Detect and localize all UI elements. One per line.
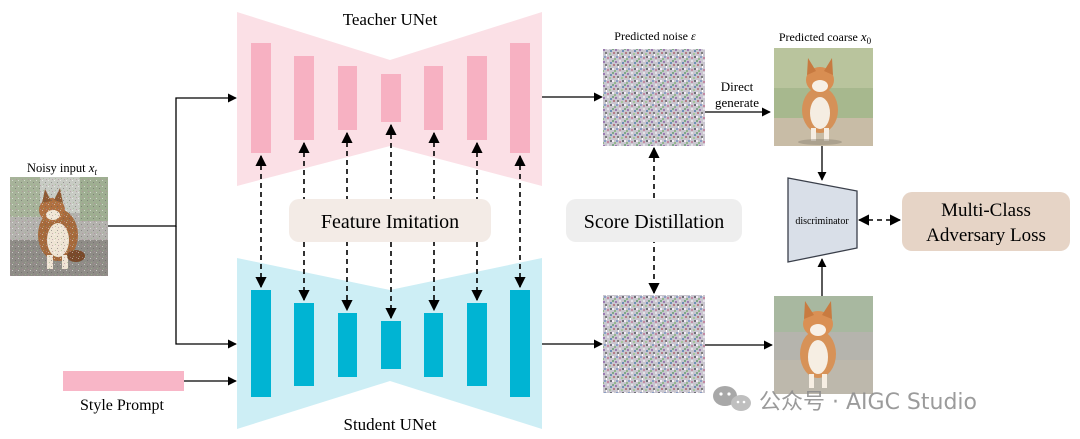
teacher-block-7	[510, 43, 530, 153]
noisy-input-label: Noisy input xt	[27, 160, 98, 177]
watermark-text: 公众号 · AIGC Studio	[759, 390, 977, 415]
student-output-image	[774, 296, 873, 394]
teacher-block-5	[424, 66, 443, 130]
wechat-icon	[713, 386, 751, 411]
predicted-noise-label: Predicted noise ε	[614, 29, 696, 43]
score-distillation-pill	[566, 199, 742, 242]
feature-imitation-label: Feature Imitation	[321, 211, 459, 233]
discriminator-label: discriminator	[795, 216, 849, 227]
student-unet-title: Student UNet	[343, 415, 436, 434]
predicted-coarse-label: Predicted coarse x0	[779, 29, 872, 46]
student-block-5	[424, 313, 443, 377]
input-routing-arrows	[108, 93, 237, 349]
score-distillation-label: Score Distillation	[584, 211, 725, 233]
student-block-6	[467, 303, 487, 386]
teacher-block-6	[467, 56, 487, 140]
teacher-block-1	[251, 43, 271, 153]
style-prompt-bar	[63, 371, 184, 391]
teacher-blocks	[251, 43, 530, 153]
direct-generate-line2: generate	[715, 95, 759, 110]
style-prompt-label: Style Prompt	[80, 397, 165, 414]
direct-generate-line1: Direct	[721, 79, 754, 94]
multi-class-adversary-loss-box	[902, 192, 1070, 251]
student-block-3	[338, 313, 357, 377]
student-blocks	[251, 290, 530, 397]
feature-imitation-arrows	[255, 123, 526, 320]
watermark: 公众号 · AIGC Studio	[713, 386, 977, 415]
teacher-coarse-image	[774, 48, 873, 146]
teacher-noise-image	[603, 49, 705, 146]
student-block-1	[251, 290, 271, 397]
loss-label-line2: Adversary Loss	[926, 225, 1046, 246]
noisy-input-image	[10, 177, 108, 276]
teacher-block-3	[338, 66, 357, 130]
teacher-block-4	[381, 74, 401, 122]
student-noise-image	[603, 295, 705, 393]
discriminator-shape	[787, 177, 858, 263]
student-block-7	[510, 290, 530, 397]
teacher-block-2	[294, 56, 314, 140]
student-block-4	[381, 321, 401, 369]
teacher-unet-title: Teacher UNet	[343, 10, 438, 29]
student-block-2	[294, 303, 314, 386]
loss-label-line1: Multi-Class	[941, 200, 1031, 221]
feature-imitation-pill	[289, 199, 491, 242]
